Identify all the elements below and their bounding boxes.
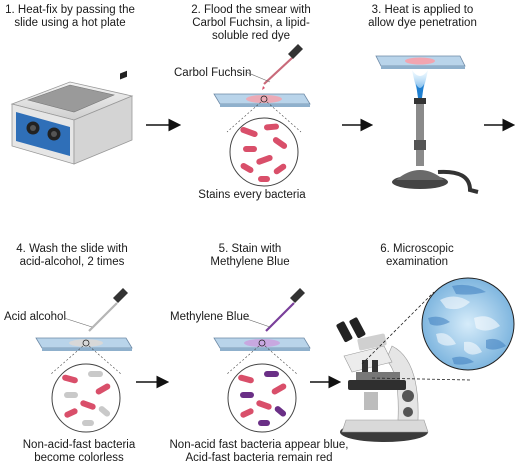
- microscopic-view: [421, 277, 515, 371]
- methylene-blue-label: Methylene Blue: [170, 311, 250, 323]
- bunsen-burner-icon: [392, 70, 479, 194]
- step-3-line-1: 3. Heat is applied to: [371, 4, 474, 16]
- slide-icon: [35, 337, 133, 351]
- step-5-line-1: 5. Stain with: [218, 243, 282, 255]
- step-4-result: Non-acid-fast bacteria become colorless: [4, 439, 154, 465]
- bacteria-view-step-5: [227, 363, 297, 433]
- dropper-icon: [243, 288, 305, 332]
- step-6-line-2: examination: [385, 256, 448, 268]
- step-4-result-line-2: become colorless: [34, 452, 124, 464]
- step-3-line-2: allow dye penetration: [368, 17, 477, 29]
- step-6-line-1: 6. Microscopic: [380, 243, 454, 255]
- step-2-caption: 2. Flood the smear with Carbol Fuchsin, …: [176, 4, 326, 43]
- step-4-caption: 4. Wash the slide with acid-alcohol, 2 t…: [2, 243, 142, 269]
- bacteria-view-step-2: [229, 117, 299, 187]
- step-2-line-1: 2. Flood the smear with: [191, 4, 311, 16]
- slide-icon: [213, 337, 311, 351]
- hot-plate-icon: [10, 70, 134, 165]
- slide-icon: [213, 93, 311, 107]
- step-2-result: Stains every bacteria: [198, 189, 306, 201]
- bacteria-view-step-4: [51, 363, 121, 433]
- acid-alcohol-label: Acid alcohol: [4, 311, 67, 323]
- step-2-line-2: Carbol Fuchsin, a lipid-: [192, 17, 310, 29]
- microscope-icon: [336, 317, 429, 442]
- step-5-result-line-1: Non-acid fast bacteria appear blue,: [169, 439, 349, 451]
- step-3-caption: 3. Heat is applied to allow dye penetrat…: [355, 4, 490, 30]
- step-1-line-1: 1. Heat-fix by passing the: [5, 4, 135, 16]
- step-1-line-2: slide using a hot plate: [14, 17, 126, 29]
- step-4-line-2: acid-alcohol, 2 times: [19, 256, 125, 268]
- step-5-caption: 5. Stain with Methylene Blue: [180, 243, 320, 269]
- step-5-result-line-2: Acid-fast bacteria remain red: [185, 452, 333, 464]
- step-4-line-1: 4. Wash the slide with: [16, 243, 128, 255]
- step-2-line-3: soluble red dye: [212, 30, 290, 42]
- step-4-result-line-1: Non-acid-fast bacteria: [22, 439, 136, 451]
- dropper-icon: [63, 288, 128, 332]
- step-5-result: Non-acid fast bacteria appear blue, Acid…: [154, 439, 364, 465]
- step-6-caption: 6. Microscopic examination: [352, 243, 482, 269]
- step-1-caption: 1. Heat-fix by passing the slide using a…: [0, 4, 140, 30]
- dropper-icon: [245, 44, 303, 90]
- carbol-fuchsin-label: Carbol Fuchsin: [174, 67, 252, 79]
- slide-icon: [375, 55, 466, 69]
- step-5-line-2: Methylene Blue: [210, 256, 290, 268]
